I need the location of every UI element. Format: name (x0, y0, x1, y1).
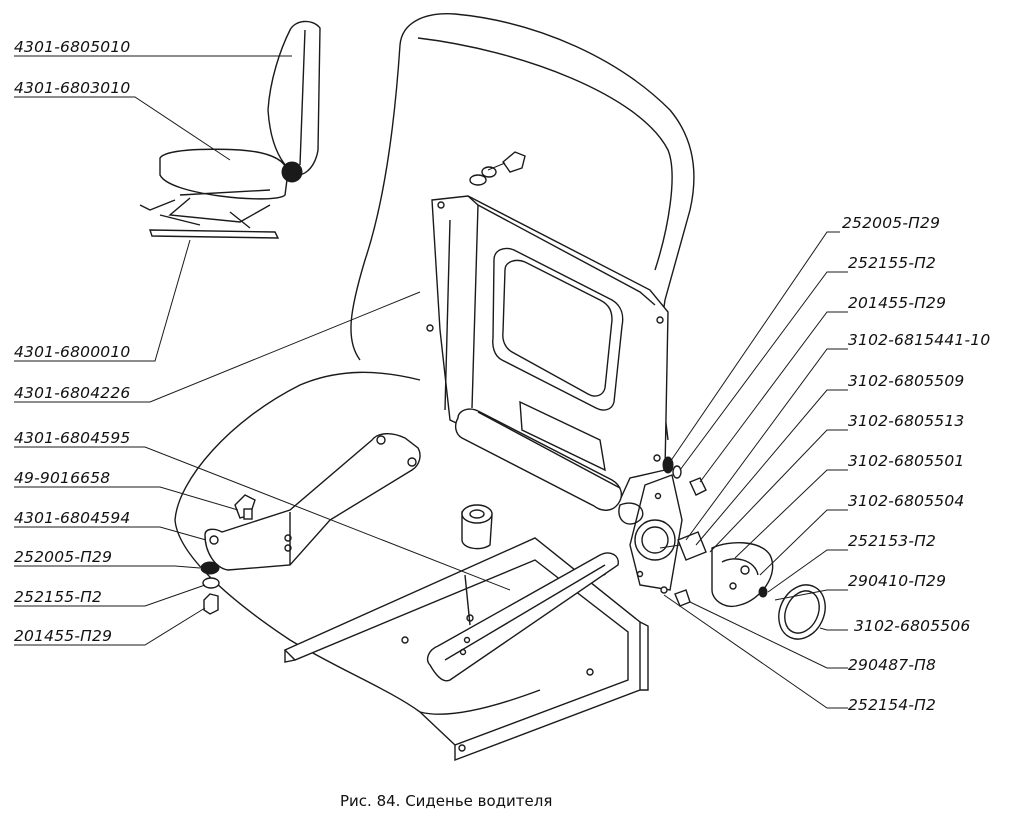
label-4301-6804594: 4301-6804594 (14, 509, 130, 527)
callouts-right: 252005-П29 252155-П2 201455-П29 3102-681… (842, 214, 990, 714)
label-3102-6805504: 3102-6805504 (848, 492, 964, 510)
label-252154-p2: 252154-П2 (848, 696, 936, 714)
bushing (461, 504, 493, 550)
label-4301-6804226: 4301-6804226 (14, 384, 130, 402)
label-3102-6805509: 3102-6805509 (848, 372, 964, 390)
label-3102-6805513: 3102-6805513 (848, 412, 964, 430)
label-49-9016658: 49-9016658 (14, 469, 110, 487)
seat-cushion-outline (174, 371, 541, 715)
label-252005-p29-left: 252005-П29 (14, 548, 112, 566)
label-4301-6800010: 4301-6800010 (14, 343, 130, 361)
backrest-frame (426, 195, 669, 511)
leader-lines-right (663, 231, 848, 709)
figure-caption: Рис. 84. Сиденье водителя (340, 792, 552, 810)
seat-base-frame (283, 537, 649, 762)
right-rail-bracket (426, 552, 619, 682)
label-252153-p2: 252153-П2 (848, 532, 936, 550)
label-3102-6805506: 3102-6805506 (854, 617, 970, 635)
label-4301-6805010: 4301-6805010 (14, 38, 130, 56)
label-252155-p2-left: 252155-П2 (14, 588, 102, 606)
label-3102-6805501: 3102-6805501 (848, 452, 964, 470)
label-252005-p29-right: 252005-П29 (842, 214, 940, 232)
label-4301-6804595: 4301-6804595 (14, 429, 130, 447)
left-bracket (204, 433, 421, 571)
recliner-mechanism (618, 456, 826, 640)
label-201455-p29-left: 201455-П29 (14, 627, 112, 645)
label-290410-p29: 290410-П29 (848, 572, 946, 590)
leader-lines-left (14, 55, 511, 646)
callouts-left: 4301-6805010 4301-6803010 4301-6800010 4… (14, 38, 130, 645)
label-4301-6803010: 4301-6803010 (14, 79, 130, 97)
label-252155-p2-right: 252155-П2 (848, 254, 936, 272)
top-hardware (469, 151, 526, 186)
left-hardware (200, 494, 256, 615)
label-201455-p29-right: 201455-П29 (848, 294, 946, 312)
label-290487-p8: 290487-П8 (848, 656, 936, 674)
inset-seat-assembly (139, 20, 321, 239)
label-3102-6815441-10: 3102-6815441-10 (848, 331, 990, 349)
